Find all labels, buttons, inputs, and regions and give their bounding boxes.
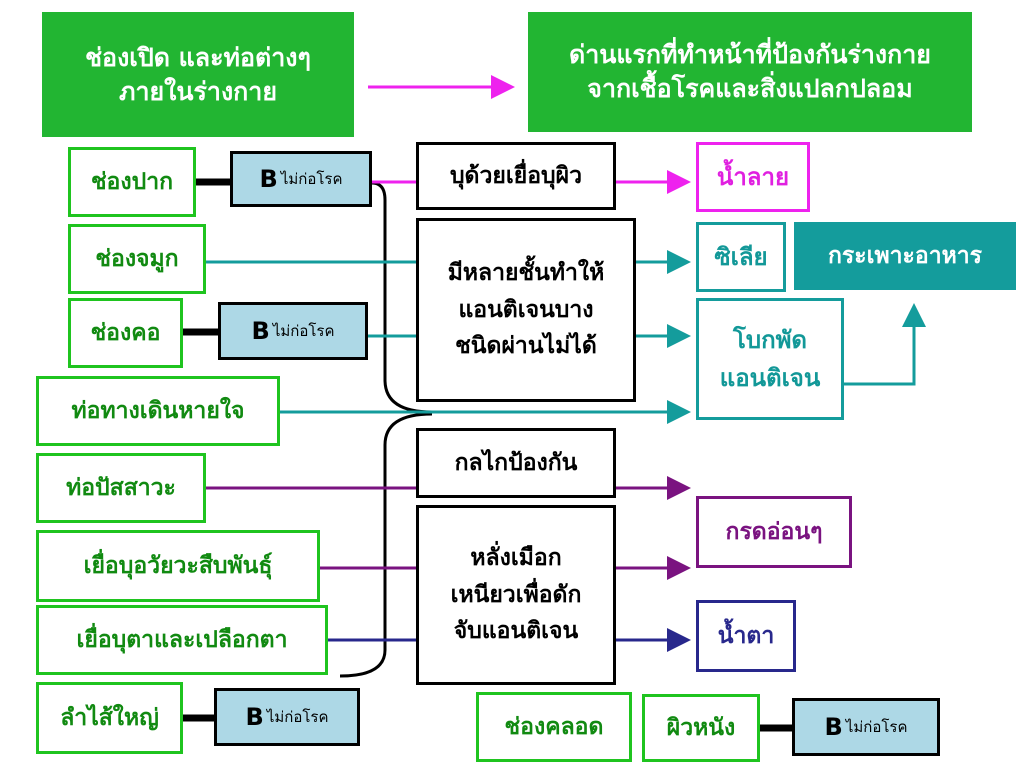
opening-airway: ท่อทางเดินหายใจ bbox=[36, 376, 280, 446]
mechanism-mucus-label: หลั่งเมือก เหนียวเพื่อดัก จับแอนติเจน bbox=[450, 543, 582, 645]
result-stomach: กระเพาะอาหาร bbox=[794, 222, 1016, 290]
bacteria-letter: B bbox=[245, 702, 264, 731]
opening-colon-label: ลำไส้ใหญ่ bbox=[60, 704, 159, 732]
result-tears: น้ำตา bbox=[696, 600, 796, 672]
opening-skin-label: ผิวหนัง bbox=[666, 714, 736, 742]
result-sweep-antigen: โบกพัด แอนติเจน bbox=[696, 298, 844, 420]
result-saliva-label: น้ำลาย bbox=[716, 161, 790, 191]
bacteria-text: ไม่ก่อโรค bbox=[280, 169, 343, 188]
result-stomach-label: กระเพาะอาหาร bbox=[827, 242, 983, 270]
opening-urethra-label: ท่อปัสสาวะ bbox=[66, 474, 176, 502]
opening-vagina-label: ช่องคลอด bbox=[504, 713, 604, 741]
result-tears-label: น้ำตา bbox=[717, 622, 775, 650]
bacteria-text: ไม่ก่อโรค bbox=[845, 717, 908, 736]
opening-throat: ช่องคอ bbox=[68, 298, 183, 368]
result-cilia-label: ซิเลีย bbox=[714, 241, 768, 271]
header-openings: ช่องเปิด และท่อต่างๆ ภายในร่างกาย bbox=[42, 12, 354, 137]
header-openings-label: ช่องเปิด และท่อต่างๆ ภายในร่างกาย bbox=[85, 42, 311, 106]
stomach-arrow bbox=[844, 303, 926, 386]
result-cilia: ซิเลีย bbox=[696, 222, 786, 292]
bacteria-text: ไม่ก่อโรค bbox=[272, 321, 335, 340]
bacteria-text: ไม่ก่อโรค bbox=[266, 707, 329, 726]
result-saliva: น้ำลาย bbox=[696, 142, 810, 212]
upper-brace bbox=[371, 181, 433, 414]
header-first-line-defense: ด่านแรกที่ทำหน้าที่ป้องกันร่างกาย จากเชื… bbox=[528, 12, 972, 132]
opening-reproductive-label: เยื่อบุอวัยวะสืบพันธุ์ bbox=[83, 552, 273, 580]
lower-brace bbox=[339, 412, 433, 678]
mechanism-layers-label: มีหลายชั้นทำให้ แอนติเจนบาง ชนิดผ่านไม่ไ… bbox=[447, 258, 605, 360]
opening-urethra: ท่อปัสสาวะ bbox=[36, 453, 206, 523]
opening-throat-label: ช่องคอ bbox=[90, 319, 161, 347]
mechanism-epithelium-label: บุด้วยเยื่อบุผิว bbox=[449, 162, 583, 190]
mechanism-defense: กลไกป้องกัน bbox=[416, 428, 616, 498]
result-weak-acid: กรดอ่อนๆ bbox=[696, 496, 852, 568]
opening-vagina: ช่องคลอด bbox=[476, 692, 632, 762]
result-sweep-label: โบกพัด แอนติเจน bbox=[719, 324, 821, 392]
bacteria-letter: B bbox=[259, 164, 278, 193]
opening-airway-label: ท่อทางเดินหายใจ bbox=[71, 397, 245, 425]
opening-mouth: ช่องปาก bbox=[68, 147, 196, 217]
opening-eye: เยื่อบุตาและเปลือกตา bbox=[36, 605, 328, 675]
mechanism-epithelium: บุด้วยเยื่อบุผิว bbox=[416, 142, 616, 210]
bacteria-letter: B bbox=[251, 316, 270, 345]
mechanism-layers: มีหลายชั้นทำให้ แอนติเจนบาง ชนิดผ่านไม่ไ… bbox=[416, 218, 636, 402]
opening-nose-label: ช่องจมูก bbox=[95, 245, 179, 273]
mechanism-mucus: หลั่งเมือก เหนียวเพื่อดัก จับแอนติเจน bbox=[416, 505, 616, 685]
opening-eye-label: เยื่อบุตาและเปลือกตา bbox=[76, 626, 288, 654]
mechanism-defense-label: กลไกป้องกัน bbox=[454, 449, 578, 477]
result-acid-label: กรดอ่อนๆ bbox=[725, 518, 823, 546]
bacteria-letter: B bbox=[824, 712, 843, 741]
opening-reproductive: เยื่อบุอวัยวะสืบพันธุ์ bbox=[36, 530, 320, 602]
opening-colon: ลำไส้ใหญ่ bbox=[36, 682, 183, 754]
opening-skin: ผิวหนัง bbox=[642, 694, 760, 762]
opening-mouth-label: ช่องปาก bbox=[90, 168, 174, 196]
opening-nose: ช่องจมูก bbox=[68, 224, 206, 294]
header-defense-label: ด่านแรกที่ทำหน้าที่ป้องกันร่างกาย จากเชื… bbox=[569, 40, 931, 103]
